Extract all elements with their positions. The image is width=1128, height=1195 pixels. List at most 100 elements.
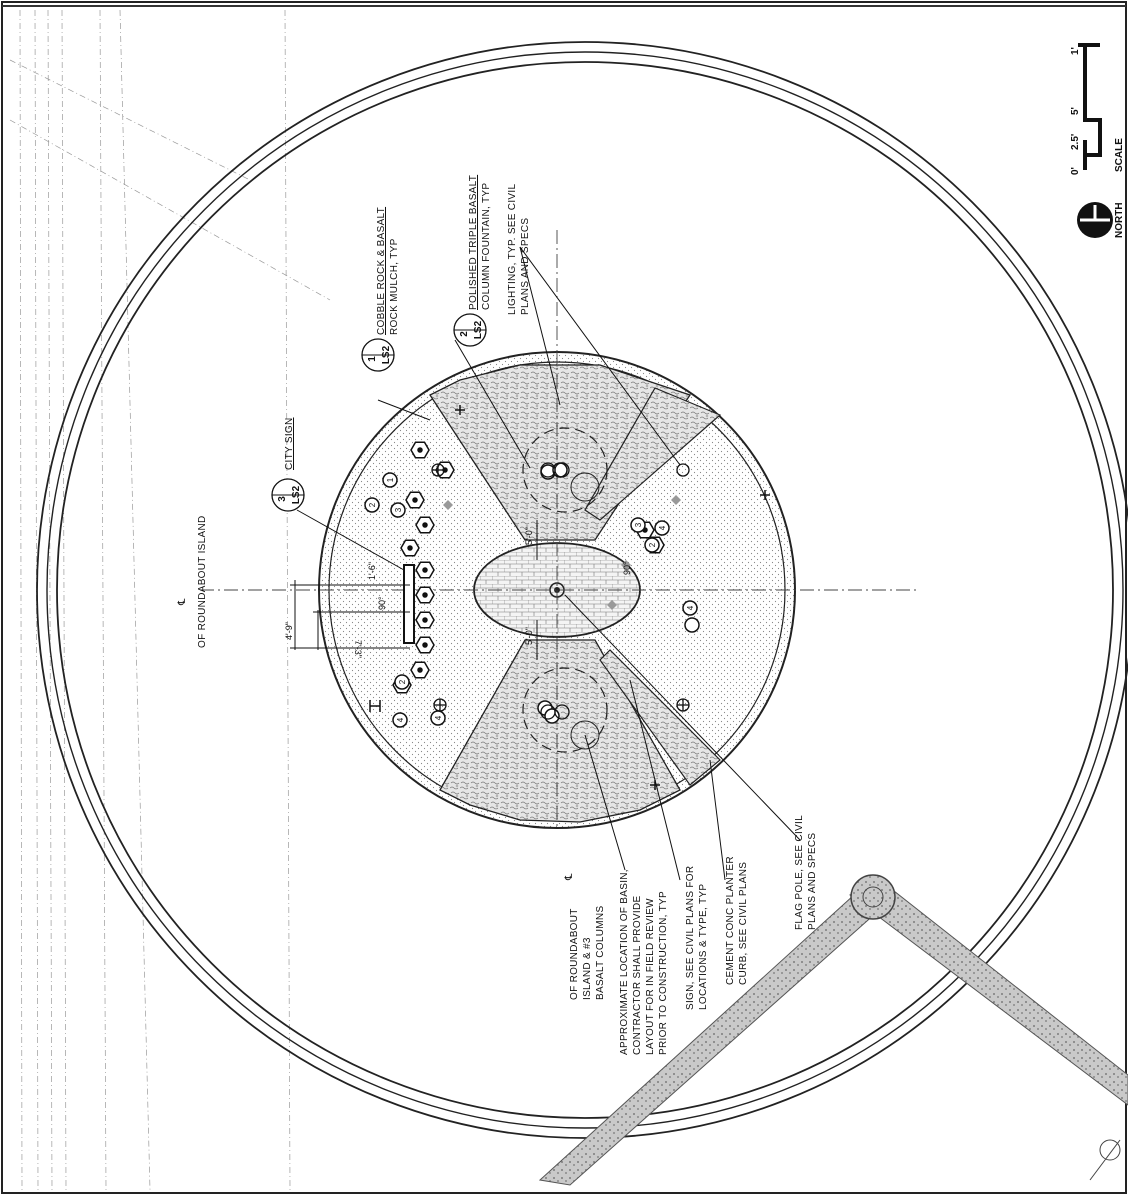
sign-line2: LOCATIONS & TYPE, TYP [698, 884, 709, 1010]
basin-line3: LAYOUT FOR IN FIELD REVIEW [645, 898, 656, 1055]
dimension-lines [290, 520, 538, 660]
dim-90-right: 90° [622, 561, 632, 575]
plant-key-label: 3 [394, 507, 403, 512]
plant-dot [407, 545, 413, 551]
leader-lines [296, 246, 801, 881]
boulder-marker [671, 495, 681, 505]
curb-line2: CURB, SEE CIVIL PLANS [738, 862, 749, 985]
curb-line1: CEMENT CONC PLANTER [725, 856, 736, 985]
centerline-label-bottom: ℄ OF ROUNDABOUT ISLAND & #3 BASALT COLUM… [564, 873, 606, 1000]
plant-circle [392, 712, 408, 728]
flag-line1: FLAG POLE, SEE CIVIL [794, 815, 805, 930]
cl-label: OF ROUNDABOUT ISLAND [197, 516, 208, 649]
sign-line1: SIGN, SEE CIVIL PLANS FOR [685, 866, 696, 1010]
basin-line4: PRIOR TO CONSTRUCTION, TYP [658, 891, 669, 1055]
pole-base [850, 874, 896, 920]
cobble-sheet: LS2 [381, 345, 392, 364]
plant-key-label: 4 [434, 715, 443, 720]
north-label: NORTH [1114, 202, 1125, 238]
plant-dot [422, 522, 428, 528]
plant-key-label: 4 [686, 605, 695, 610]
scale-1: 1' [1070, 47, 1081, 55]
dim-1-6: 1'-6" [367, 562, 377, 580]
plant-dot [417, 447, 423, 453]
plant-dot [412, 497, 418, 503]
flag-line2: PLANS AND SPECS [807, 833, 818, 930]
note-sign: SIGN, SEE CIVIL PLANS FOR LOCATIONS & TY… [685, 866, 709, 1010]
plant-key-label: 4 [658, 525, 667, 530]
callout-fountain: 2 LS2 POLISHED TRIPLE BASALT COLUMN FOUN… [453, 175, 492, 347]
boulder-marker [443, 500, 453, 510]
dimension-texts: 4'-9" 7'-3" 90° 1'-6" 5'-0" 5'-0" 90° [284, 527, 632, 658]
cobble-wedge-bottom-right [599, 649, 721, 786]
dim-5-0-top: 5'-0" [524, 527, 534, 545]
callout-city-sign: 3 LS2 CITY SIGN [271, 417, 305, 512]
survey-lines [9, 9, 331, 1191]
cl2-line3: BASALT COLUMNS [595, 906, 606, 1000]
fountain-line1: POLISHED TRIPLE BASALT [468, 175, 479, 310]
city-sign-sheet: LS2 [291, 485, 302, 504]
plant-circle [364, 497, 380, 513]
boulder-marker [621, 560, 631, 570]
basin-line2: CONTRACTOR SHALL PROVIDE [632, 896, 643, 1055]
roundabout-outer-rings [36, 41, 1128, 1139]
plant-key-label: 4 [396, 717, 405, 722]
plant-circle [682, 600, 698, 616]
scale-label: SCALE [1114, 138, 1125, 172]
plant-circle [382, 472, 398, 488]
plant-key-label: 1 [386, 477, 395, 482]
cl2-line1: OF ROUNDABOUT [569, 908, 580, 1000]
island-centerlines [200, 230, 920, 830]
callout-cobble: 1 LS2 COBBLE ROCK & BASALT ROCK MULCH, T… [361, 207, 400, 372]
basin-line1: APPROXIMATE LOCATION OF BASIN, [619, 869, 630, 1055]
cl-symbol: ℄ [177, 598, 188, 606]
plant-circle [684, 617, 700, 633]
cobble-num: 1 [367, 356, 378, 362]
dim-90: 90° [377, 596, 387, 610]
city-sign [403, 564, 415, 644]
note-curb: CEMENT CONC PLANTER CURB, SEE CIVIL PLAN… [725, 856, 749, 985]
dim-7-3: 7'-3" [353, 640, 363, 658]
scale-texts: 0' 2.5' 5' 1' SCALE [1070, 47, 1125, 175]
lighting-line2: PLANS AND SPECS [520, 218, 531, 315]
scale-bar [1078, 43, 1102, 170]
north-arrow: NORTH [1077, 202, 1125, 238]
cobble-line2: ROCK MULCH, TYP [389, 238, 400, 335]
dim-5-0-bottom: 5'-0" [524, 627, 534, 645]
plant-dot [422, 642, 428, 648]
city-sign-num: 3 [277, 496, 288, 502]
plant-key-label: 2 [648, 542, 657, 547]
centerline-label-top: ℄ OF ROUNDABOUT ISLAND [177, 516, 208, 649]
plant-symbols: 1 2 3 4 2 4 3 4 2 4 [364, 441, 700, 728]
cl2-line2: ISLAND & #3 [582, 937, 593, 1000]
scale-2-5: 2.5' [1070, 134, 1081, 150]
plant-key-label: 2 [398, 679, 407, 684]
plant-circle [654, 520, 670, 536]
boulder-marker [607, 600, 617, 610]
fountain-sheet: LS2 [473, 320, 484, 339]
note-basin: APPROXIMATE LOCATION OF BASIN, CONTRACTO… [619, 869, 669, 1055]
fountain-line2: COLUMN FOUNTAIN, TYP [481, 183, 492, 310]
note-lighting: LIGHTING, TYP. SEE CIVIL PLANS AND SPECS [507, 184, 531, 315]
fountain-num: 2 [459, 331, 470, 337]
note-flag: FLAG POLE, SEE CIVIL PLANS AND SPECS [794, 815, 818, 930]
plant-circle [390, 502, 406, 518]
dim-4-9: 4'-9" [284, 622, 294, 640]
scale-0: 0' [1070, 167, 1081, 175]
cl2-symbol: ℄ [564, 873, 575, 881]
plant-circle [394, 674, 410, 690]
plant-circle [644, 537, 660, 553]
plant-key-label: 2 [368, 502, 377, 507]
plant-dot [422, 567, 428, 573]
lighting-fixtures [431, 462, 690, 720]
cobble-line1: COBBLE ROCK & BASALT [376, 207, 387, 335]
city-sign-label: CITY SIGN [284, 417, 295, 470]
plant-key-label: 3 [634, 522, 643, 527]
plant-dot [422, 592, 428, 598]
basin-ring-top [522, 427, 608, 513]
road-strip [538, 874, 1128, 1186]
plant-dot [417, 667, 423, 673]
plant-dot [422, 617, 428, 623]
